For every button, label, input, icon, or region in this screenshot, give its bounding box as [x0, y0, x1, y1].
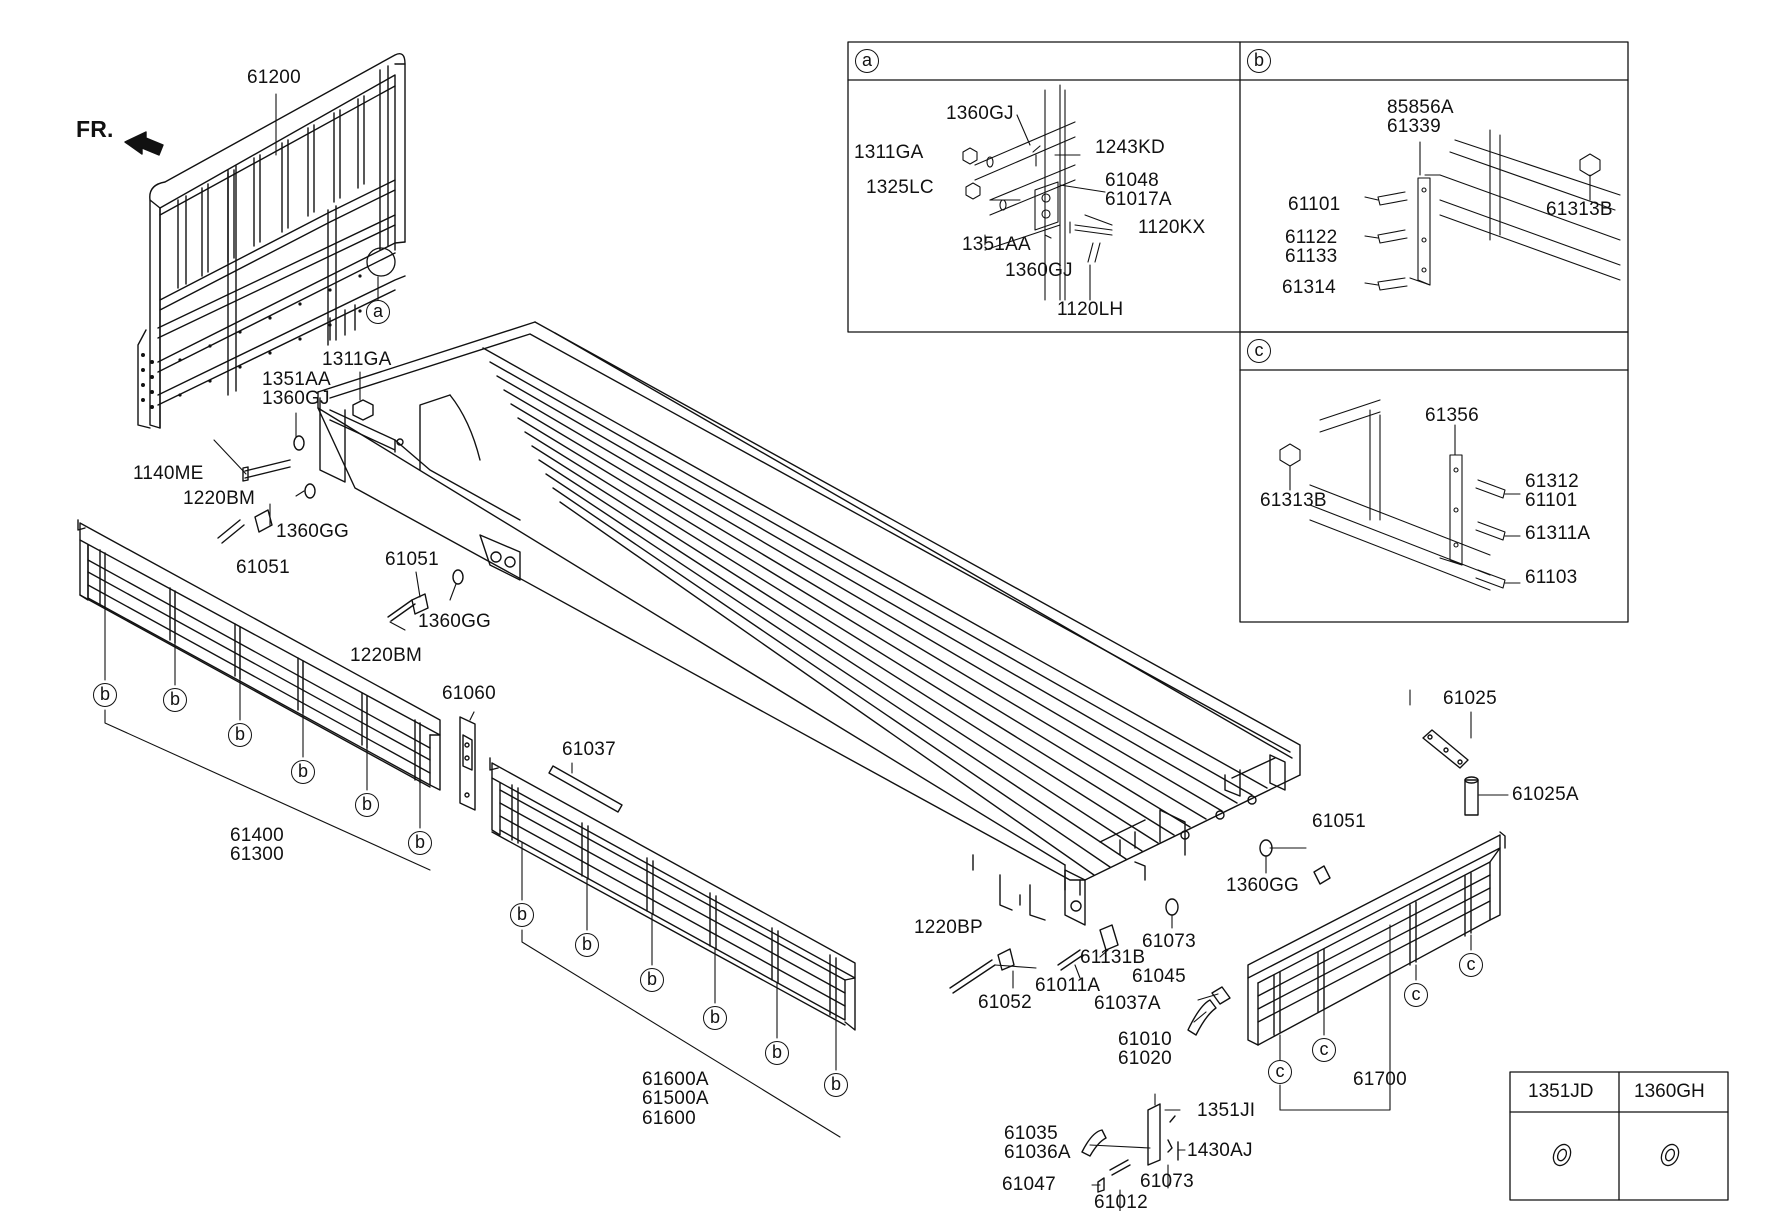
middle-gate-bar	[548, 765, 623, 813]
label-middle-gate: 61600A 61500A 61600	[642, 1069, 709, 1129]
ref-circle-b: b	[765, 1041, 789, 1065]
label-1360GG: 1360GG	[276, 521, 350, 542]
label-1220BP: 1220BP	[914, 917, 983, 938]
inset-a-drawing	[962, 84, 1113, 301]
ref-circle-c: c	[1268, 1060, 1292, 1084]
label-61131B: 61131B	[1080, 947, 1146, 968]
label-61035-61036A: 61035 61036A	[1004, 1123, 1071, 1164]
inset-c-label-61313B: 61313B	[1260, 490, 1327, 511]
cargo-deck	[317, 321, 1301, 926]
rear-hinge	[1422, 729, 1479, 816]
ref-circle-c: c	[1404, 983, 1428, 1007]
label-1311GA: 1311GA	[322, 349, 392, 370]
inset-a-label-1243KD: 1243KD	[1095, 137, 1165, 158]
label-1360GG-mid: 1360GG	[418, 611, 492, 632]
latch-plate	[459, 716, 476, 811]
label-1360GG-rear: 1360GG	[1226, 875, 1300, 896]
hardware-parts	[217, 399, 1331, 1193]
inset-a-label-61048-61017A: 61048 61017A	[1105, 170, 1172, 211]
inset-c-label-61103: 61103	[1525, 567, 1578, 588]
ref-circle-b: b	[824, 1073, 848, 1097]
headboard	[137, 52, 406, 429]
label-61073-lock: 61073	[1140, 1171, 1194, 1192]
label-61010-61020: 61010 61020	[1118, 1029, 1172, 1070]
inset-b-label-61122-61133: 61122 61133	[1285, 227, 1338, 268]
leader-lines	[104, 93, 1509, 1211]
label-middle-gate-bar: 61037	[562, 739, 616, 760]
inset-b-label-61313B: 61313B	[1546, 199, 1613, 220]
inset-a-label-1360GJ: 1360GJ	[946, 103, 1014, 124]
rear-gate	[1247, 831, 1506, 1046]
inset-b-label-61314: 61314	[1282, 277, 1336, 298]
label-61012: 61012	[1094, 1192, 1148, 1213]
label-1140ME: 1140ME	[133, 463, 204, 484]
legend-header-1360GH: 1360GH	[1634, 1081, 1705, 1102]
inset-c-label-61356: 61356	[1425, 405, 1479, 426]
inset-frames	[847, 41, 1729, 1201]
ref-circle-b: b	[163, 688, 187, 712]
middle-side-gate	[489, 757, 856, 1031]
ref-circle-c: c	[1312, 1038, 1336, 1062]
inset-b-label-61101: 61101	[1288, 194, 1341, 215]
label-61051-mid: 61051	[385, 549, 439, 570]
ref-circle-c: c	[1459, 953, 1483, 977]
label-1351AA-1360GJ: 1351AA 1360GJ	[262, 369, 331, 410]
inset-b-drawing	[1364, 129, 1621, 291]
ref-circle-b: b	[510, 903, 534, 927]
inset-a-label-1325LC: 1325LC	[866, 177, 934, 198]
label-61051: 61051	[236, 557, 290, 578]
ref-circle-b: b	[575, 933, 599, 957]
label-61052: 61052	[978, 992, 1032, 1013]
label-1220BM-mid: 1220BM	[350, 645, 422, 666]
inset-c-drawing	[1279, 399, 1521, 591]
direction-marker: FR.	[76, 116, 114, 142]
inset-b-label-85856A-61339: 85856A 61339	[1387, 97, 1454, 138]
label-61051-rear: 61051	[1312, 811, 1366, 832]
label-rear-hinge-pin: 61025A	[1512, 784, 1579, 805]
label-61047: 61047	[1002, 1174, 1056, 1195]
inset-a-label-1360GJ-2: 1360GJ	[1005, 260, 1073, 281]
label-rear-gate: 61700	[1353, 1069, 1407, 1090]
ref-circle-b: b	[355, 793, 379, 817]
inset-a-label-1120KX: 1120KX	[1138, 217, 1206, 238]
ref-circle-b: b	[703, 1006, 727, 1030]
inset-a-label-1351AA: 1351AA	[962, 234, 1031, 255]
label-61011A: 61011A	[1035, 975, 1101, 996]
inset-b-letter: b	[1247, 49, 1271, 73]
ref-circle-b: b	[228, 723, 252, 747]
inset-c-letter: c	[1247, 339, 1271, 363]
legend-header-1351JD: 1351JD	[1528, 1081, 1594, 1102]
ref-circle-a: a	[366, 300, 390, 324]
label-61073: 61073	[1142, 931, 1196, 952]
label-left-gate: 61400 61300	[230, 825, 284, 866]
label-1351JI: 1351JI	[1197, 1100, 1256, 1121]
inset-a-label-1120LH: 1120LH	[1057, 299, 1124, 320]
label-latch: 61060	[442, 683, 496, 704]
label-1430AJ: 1430AJ	[1187, 1140, 1253, 1161]
label-rear-hinge: 61025	[1443, 688, 1497, 709]
direction-arrow-icon	[124, 131, 164, 156]
ref-circle-b: b	[291, 760, 315, 784]
inset-c-label-61312-61101: 61312 61101	[1525, 471, 1579, 512]
label-61045: 61045	[1132, 966, 1186, 987]
ref-circle-b: b	[640, 968, 664, 992]
label-61037A: 61037A	[1094, 993, 1161, 1014]
inset-c-label-61311A: 61311A	[1525, 523, 1591, 544]
inset-a-letter: a	[855, 49, 879, 73]
label-headboard: 61200	[247, 67, 301, 88]
ref-circle-b: b	[408, 831, 432, 855]
label-1220BM: 1220BM	[183, 488, 255, 509]
inset-a-label-1311GA: 1311GA	[854, 142, 924, 163]
ref-circle-b: b	[93, 683, 117, 707]
